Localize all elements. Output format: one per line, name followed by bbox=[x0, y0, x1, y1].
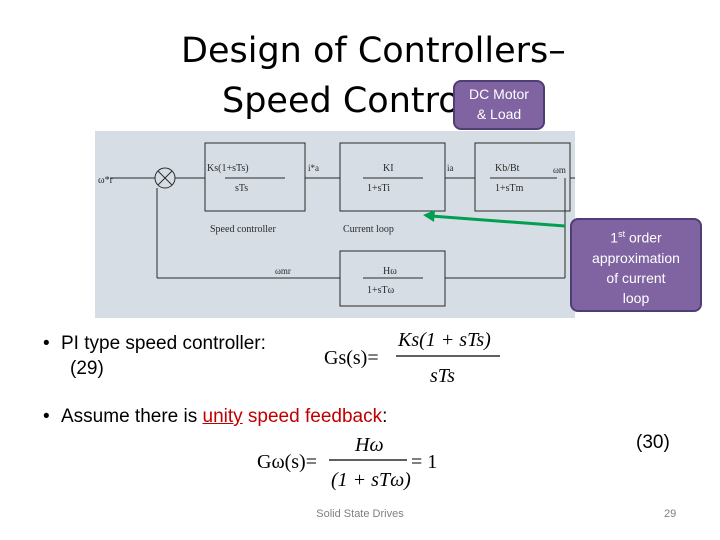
approximation-callout: 1st order approximation of current loop bbox=[570, 218, 702, 312]
callout-order-suffix: st bbox=[618, 229, 626, 239]
equation-number-29: (29) bbox=[70, 358, 104, 379]
input-signal-label: ω*r bbox=[98, 175, 114, 186]
highlight-speed-feedback: speed feedback bbox=[247, 406, 383, 427]
page-number: 29 bbox=[664, 508, 677, 520]
feedback-block-numerator: Hω bbox=[383, 266, 397, 277]
highlight-unity: unity bbox=[202, 406, 243, 427]
current-loop-caption: Current loop bbox=[343, 224, 394, 235]
equation-speed-controller: Gs(s)= Ks(1 + sTs) sTs bbox=[324, 329, 500, 387]
equation-number-30: (30) bbox=[636, 432, 670, 453]
current-block-numerator: KI bbox=[383, 163, 394, 174]
green-arrow bbox=[430, 214, 566, 228]
motor-block-denominator: 1+sTm bbox=[495, 183, 524, 194]
eq2-numerator: Hω bbox=[354, 434, 384, 456]
bullet-dot: • bbox=[43, 406, 50, 427]
bullet-text-post: : bbox=[382, 406, 388, 427]
output-speed-label: ωm bbox=[553, 165, 566, 175]
callout-approx-line3: of current bbox=[606, 269, 666, 286]
eq2-denominator: (1 + sTω) bbox=[331, 469, 411, 491]
bullet-unity-feedback: • Assume there is unity speed feedback: bbox=[43, 405, 387, 428]
eq1-numerator: Ks(1 + sTs) bbox=[397, 329, 491, 351]
eq2-lhs: Gω(s)= bbox=[257, 451, 317, 473]
feedback-signal-label: ωmr bbox=[275, 266, 291, 276]
speed-controller-caption: Speed controller bbox=[210, 224, 276, 235]
slide-title-line2: Speed Control bbox=[222, 81, 470, 121]
eq2-rhs: = 1 bbox=[411, 451, 437, 473]
callout-approx-line2: approximation bbox=[592, 249, 680, 266]
speed-block-numerator: Ks(1+sTs) bbox=[207, 163, 249, 174]
callout-motor-line1: DC Motor bbox=[469, 86, 529, 102]
footer-text: Solid State Drives bbox=[316, 508, 404, 520]
feedback-block-denominator: 1+sTω bbox=[367, 285, 395, 296]
callout-order-number: 1 bbox=[610, 229, 619, 246]
callout-approx-line1: 1st order bbox=[572, 224, 700, 248]
speed-controller-block bbox=[204, 142, 306, 212]
equation-feedback: Gω(s)= Hω (1 + sTω) = 1 bbox=[257, 434, 437, 491]
block-diagram: ω*r Ks(1+sTs) sTs i*a KI 1+sTi ia Kb/Bt … bbox=[98, 142, 575, 307]
bullet-dot: • bbox=[43, 333, 50, 354]
motor-block bbox=[474, 142, 571, 212]
dc-motor-callout: DC Motor & Load bbox=[453, 80, 545, 130]
bullet-pi-controller: • PI type speed controller: bbox=[43, 332, 266, 355]
eq1-denominator: sTs bbox=[430, 365, 455, 387]
current-loop-block bbox=[339, 142, 446, 212]
current-block-denominator: 1+sTi bbox=[367, 183, 390, 194]
motor-block-numerator: Kb/Bt bbox=[495, 163, 520, 174]
bullet-text: PI type speed controller: bbox=[61, 333, 266, 354]
callout-approx-line4: loop bbox=[622, 289, 650, 306]
callout-order-word: order bbox=[629, 229, 662, 246]
current-ref-label: i*a bbox=[308, 163, 319, 173]
eq1-lhs: Gs(s)= bbox=[324, 347, 379, 369]
speed-block-denominator: sTs bbox=[235, 183, 248, 194]
armature-current-label: ia bbox=[447, 163, 454, 173]
bullet-text-pre: Assume there is bbox=[61, 406, 203, 427]
slide-title-line1: Design of Controllers– bbox=[181, 31, 566, 71]
block-diagram-background bbox=[95, 131, 575, 318]
callout-motor-line2: & Load bbox=[476, 106, 522, 122]
